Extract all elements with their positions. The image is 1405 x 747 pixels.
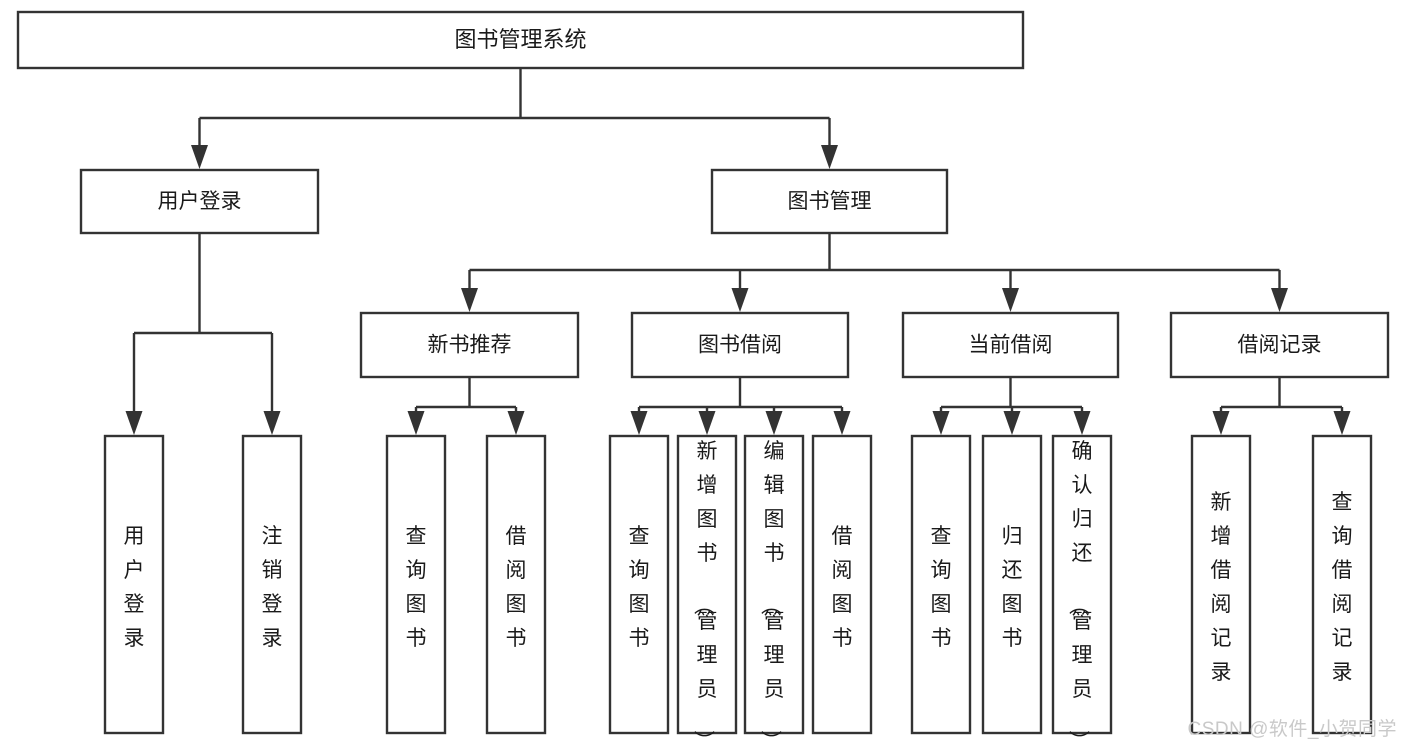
node-label-lf-13: 查询借阅记录 [1332, 491, 1353, 684]
node-lf-5[interactable]: 查询图书 [608, 434, 670, 735]
node-box-l3-1[interactable] [359, 311, 580, 379]
node-label-lf-8: 借阅图书 [832, 525, 853, 650]
node-l3-3[interactable]: 当前借阅 [901, 311, 1120, 379]
node-label-lf-1: 用户登录 [124, 525, 145, 650]
node-label-l3-3: 当前借阅 [969, 334, 1053, 357]
node-label-lf-4: 借阅图书 [506, 525, 527, 650]
connector-group-l3-4 [1212, 377, 1351, 435]
node-label-lf-3: 查询图书 [406, 525, 427, 650]
node-lf-2[interactable]: 注销登录 [241, 434, 303, 735]
node-box-lf-13[interactable] [1311, 434, 1373, 735]
node-lf-10[interactable]: 归还图书 [981, 434, 1043, 735]
node-lf-4[interactable]: 借阅图书 [485, 434, 547, 735]
node-box-lf-8[interactable] [811, 434, 873, 735]
node-box-l3-4[interactable] [1169, 311, 1390, 379]
node-box-l3-2[interactable] [630, 311, 850, 379]
node-box-l3-3[interactable] [901, 311, 1120, 379]
node-box-lf-2[interactable] [241, 434, 303, 735]
connector-group-root [191, 68, 838, 169]
csdn-watermark: CSDN @软件_小贺同学 [1187, 719, 1397, 740]
node-label-lf-10: 归还图书 [1002, 525, 1023, 650]
node-box-l2-1[interactable] [79, 168, 320, 235]
node-l3-4[interactable]: 借阅记录 [1169, 311, 1390, 379]
node-box-lf-3[interactable] [385, 434, 447, 735]
node-label-l3-1: 新书推荐 [428, 334, 512, 357]
node-box-l2-2[interactable] [710, 168, 949, 235]
node-lf-7[interactable]: 编辑图书（管理员） [743, 434, 805, 747]
node-l2-1[interactable]: 用户登录 [79, 168, 320, 235]
node-label-l2-1: 用户登录 [158, 190, 242, 213]
node-root[interactable]: 图书管理系统 [16, 10, 1025, 70]
node-label-lf-7: 编辑图书（管理员） [759, 440, 785, 747]
node-label-lf-9: 查询图书 [931, 525, 952, 650]
node-lf-13[interactable]: 查询借阅记录 [1311, 434, 1373, 735]
connector-group-l3-2 [630, 377, 851, 435]
node-lf-12[interactable]: 新增借阅记录 [1190, 434, 1252, 735]
node-lf-1[interactable]: 用户登录 [103, 434, 165, 735]
node-label-lf-5: 查询图书 [629, 525, 650, 650]
node-label-root: 图书管理系统 [454, 27, 586, 52]
connector-group-l2-1 [125, 233, 281, 435]
node-label-lf-12: 新增借阅记录 [1211, 491, 1232, 684]
node-box-root[interactable] [16, 10, 1025, 70]
connector-group-l3-1 [407, 377, 525, 435]
node-l3-1[interactable]: 新书推荐 [359, 311, 580, 379]
node-box-lf-6[interactable] [676, 434, 738, 735]
node-box-lf-5[interactable] [608, 434, 670, 735]
node-label-lf-2: 注销登录 [262, 525, 283, 650]
connector-group-l3-3 [932, 377, 1091, 435]
node-box-lf-11[interactable] [1051, 434, 1113, 735]
node-lf-8[interactable]: 借阅图书 [811, 434, 873, 735]
node-label-lf-6: 新增图书（管理员） [692, 440, 718, 747]
node-box-lf-7[interactable] [743, 434, 805, 735]
node-lf-11[interactable]: 确认归还（管理员） [1051, 434, 1113, 747]
node-layer: 图书管理系统用户登录图书管理新书推荐图书借阅当前借阅借阅记录用户登录注销登录查询… [16, 10, 1390, 747]
node-box-lf-1[interactable] [103, 434, 165, 735]
node-l2-2[interactable]: 图书管理 [710, 168, 949, 235]
node-label-l2-2: 图书管理 [788, 190, 872, 213]
node-lf-3[interactable]: 查询图书 [385, 434, 447, 735]
node-l3-2[interactable]: 图书借阅 [630, 311, 850, 379]
node-label-l3-2: 图书借阅 [698, 334, 782, 357]
connector-layer [125, 68, 1351, 435]
connector-group-l2-2 [461, 233, 1288, 312]
node-box-lf-10[interactable] [981, 434, 1043, 735]
node-label-l3-4: 借阅记录 [1238, 334, 1322, 357]
node-box-lf-4[interactable] [485, 434, 547, 735]
node-label-lf-11: 确认归还（管理员） [1067, 440, 1093, 747]
node-box-lf-12[interactable] [1190, 434, 1252, 735]
node-lf-6[interactable]: 新增图书（管理员） [676, 434, 738, 747]
node-box-lf-9[interactable] [910, 434, 972, 735]
node-lf-9[interactable]: 查询图书 [910, 434, 972, 735]
